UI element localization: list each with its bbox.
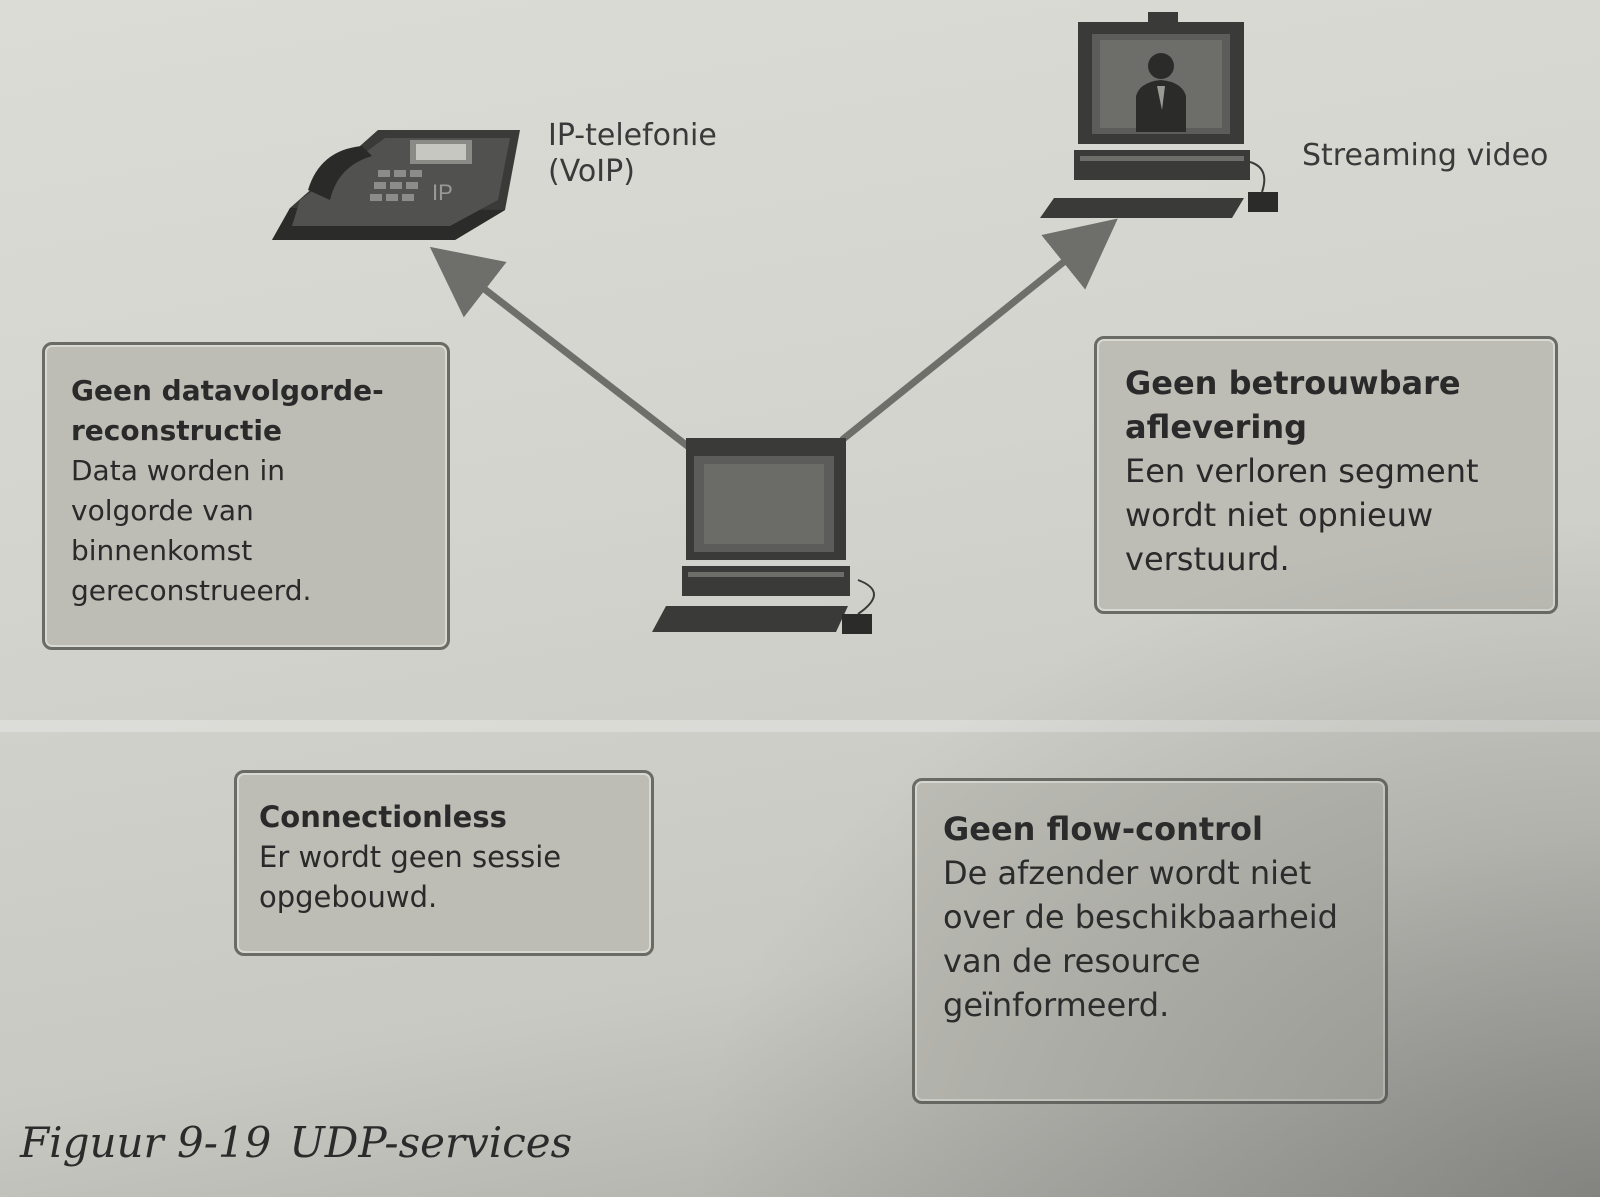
flow-control-box-title: Geen flow-control bbox=[943, 810, 1263, 848]
reliable-delivery-box-body: Een verloren segment wordt niet opnieuw … bbox=[1125, 452, 1479, 578]
page-band bbox=[0, 720, 1600, 732]
sequence-box-title-line1: Geen datavolgorde- bbox=[71, 374, 384, 407]
reliable-delivery-box-title: Geen betrouwbare aflevering bbox=[1125, 364, 1461, 446]
connectionless-box-title: Connectionless bbox=[259, 800, 507, 834]
voip-label-line1: IP-telefonie bbox=[548, 118, 717, 153]
video-computer-icon bbox=[1040, 12, 1278, 218]
voip-label-line2: (VoIP) bbox=[548, 154, 635, 189]
figure-number: Figuur 9-19 bbox=[20, 1118, 272, 1167]
figure-title: UDP-services bbox=[289, 1118, 573, 1167]
flow-control-box: Geen flow-control De afzender wordt niet… bbox=[912, 778, 1388, 1104]
voip-label: IP-telefonie (VoIP) bbox=[548, 118, 717, 190]
arrow-to-video bbox=[839, 218, 1118, 443]
sequence-box: Geen datavolgorde- reconstructie Data wo… bbox=[42, 342, 450, 650]
reliable-delivery-box: Geen betrouwbare aflevering Een verloren… bbox=[1094, 336, 1558, 614]
connectionless-box-body: Er wordt geen sessie opgebouwd. bbox=[259, 840, 562, 914]
flow-control-box-body: De afzender wordt niet over de beschikba… bbox=[943, 854, 1338, 1024]
connectionless-box: Connectionless Er wordt geen sessie opge… bbox=[234, 770, 654, 956]
sequence-box-body: Data worden in volgorde van binnenkomst … bbox=[71, 454, 312, 607]
streaming-video-label: Streaming video bbox=[1302, 138, 1549, 173]
figure-caption: Figuur 9-19 UDP-services bbox=[20, 1118, 572, 1167]
phone-badge: IP bbox=[432, 180, 453, 205]
arrow-to-phone bbox=[429, 246, 693, 451]
ip-phone-icon: IP bbox=[272, 130, 520, 240]
sequence-box-title-line2: reconstructie bbox=[71, 414, 282, 447]
client-computer-icon bbox=[652, 438, 875, 634]
